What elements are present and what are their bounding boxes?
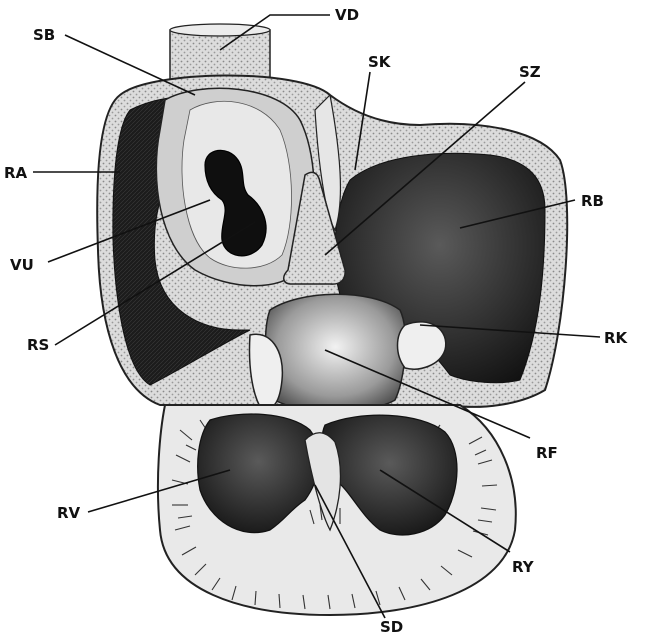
label-ry: RY [512, 558, 535, 576]
label-vd: VD [335, 6, 359, 24]
label-sd: SD [380, 618, 403, 636]
label-rv: RV [57, 504, 81, 522]
label-rs: RS [27, 336, 49, 354]
label-ra: RA [4, 164, 28, 182]
label-sk: SK [368, 53, 392, 71]
endocardial-cushion [265, 294, 405, 411]
label-rb: RB [581, 192, 604, 210]
label-sb: SB [33, 26, 55, 44]
label-sz: SZ [519, 63, 541, 81]
label-rk: RK [604, 329, 629, 347]
label-rf: RF [536, 444, 558, 462]
label-vu: VU [10, 256, 34, 274]
